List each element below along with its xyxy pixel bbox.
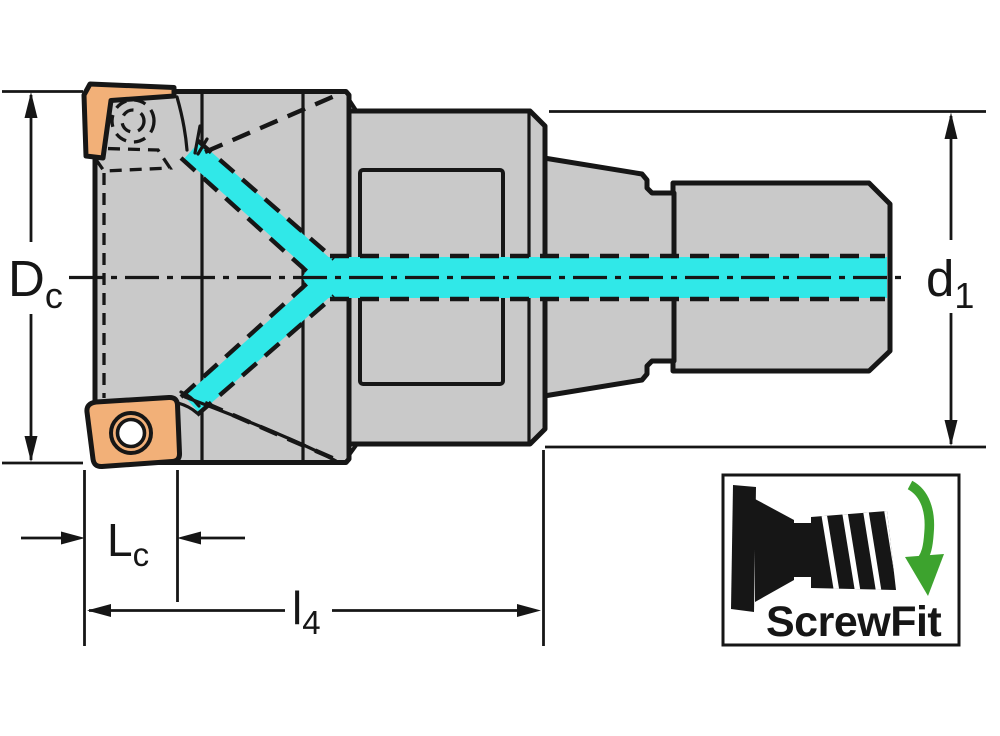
dimension-dc: Dc: [2, 90, 83, 465]
bottom-pocket-wall: [183, 395, 338, 463]
indexable-inserts: [81, 81, 183, 470]
dc-arrow-down: [24, 436, 38, 462]
coolant-branch-lower: [184, 274, 336, 414]
cone-hidden-upper: [204, 92, 338, 155]
top-screw-hidden-inner: [120, 108, 146, 134]
lc-arrow-left: [61, 531, 85, 545]
screw-cone: [755, 499, 794, 602]
lc-label: Lc: [107, 514, 149, 573]
dimension-lc: Lc: [21, 470, 245, 646]
l4-arrow-left: [87, 604, 111, 617]
coolant-branch-upper: [184, 141, 336, 281]
dimension-l4: l4: [87, 450, 545, 646]
bottom-pocket-edge-b: [179, 390, 201, 408]
d1-arrow-down: [944, 420, 958, 446]
screwfit-logo: ScrewFit: [721, 473, 961, 647]
screw-flange: [731, 485, 756, 612]
d1-label: d1: [926, 250, 974, 316]
d1-arrow-up: [944, 112, 958, 139]
pocket-details: [175, 95, 338, 463]
insert-pocket-hidden: [84, 146, 173, 173]
top-pocket-edge-b: [196, 137, 209, 156]
insert-top: [81, 81, 177, 161]
dc-label: Dc: [8, 250, 63, 316]
hidden-lines: [84, 92, 885, 463]
top-screw-hidden-outer: [110, 98, 156, 144]
branch-lower-hidden-a: [195, 294, 336, 417]
dimension-d1: d1: [545, 110, 986, 449]
lc-arrow-right: [177, 531, 201, 545]
screw-icon: [731, 485, 896, 612]
rotation-down-arrow-icon: [905, 480, 944, 596]
l4-label: l4: [292, 582, 321, 641]
top-pocket-wall: [175, 95, 189, 152]
screw-neck: [793, 523, 811, 577]
insert-screw-hole: [115, 417, 147, 449]
top-pocket-edge-a: [193, 124, 202, 155]
insert-screw-outer-ring: [109, 411, 153, 455]
branch-upper-hidden-a: [195, 138, 336, 261]
dc-arrow-up: [24, 92, 38, 118]
screwfit-label: ScrewFit: [766, 598, 941, 646]
l4-arrow-right: [517, 604, 541, 617]
